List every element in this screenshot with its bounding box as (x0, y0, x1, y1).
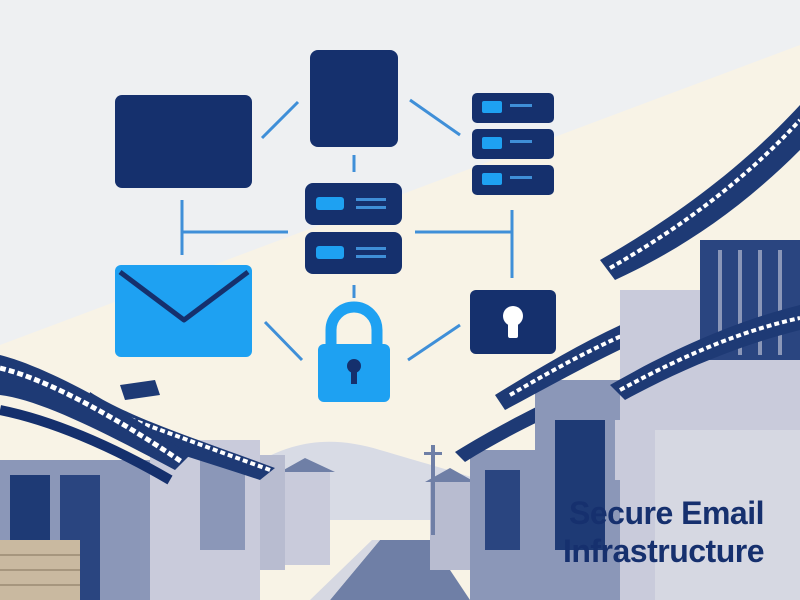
database-server-icon (305, 183, 402, 274)
right-houses (425, 105, 800, 600)
server-box-icon (310, 50, 398, 147)
caption-title: Secure Email Infrastructure (562, 494, 765, 570)
keyhole-icon (470, 290, 556, 354)
network-diagram (115, 50, 556, 402)
street-curb-left (310, 540, 380, 600)
window-icon (115, 95, 252, 188)
utility-pole (424, 445, 442, 535)
connector-lines (180, 98, 514, 362)
caption-line-1: Secure Email (569, 495, 765, 531)
envelope-icon (115, 265, 252, 357)
server-rack-icon (472, 93, 554, 195)
left-houses (0, 355, 335, 600)
padlock-icon (318, 301, 390, 402)
caption-line-2: Infrastructure (562, 533, 765, 569)
